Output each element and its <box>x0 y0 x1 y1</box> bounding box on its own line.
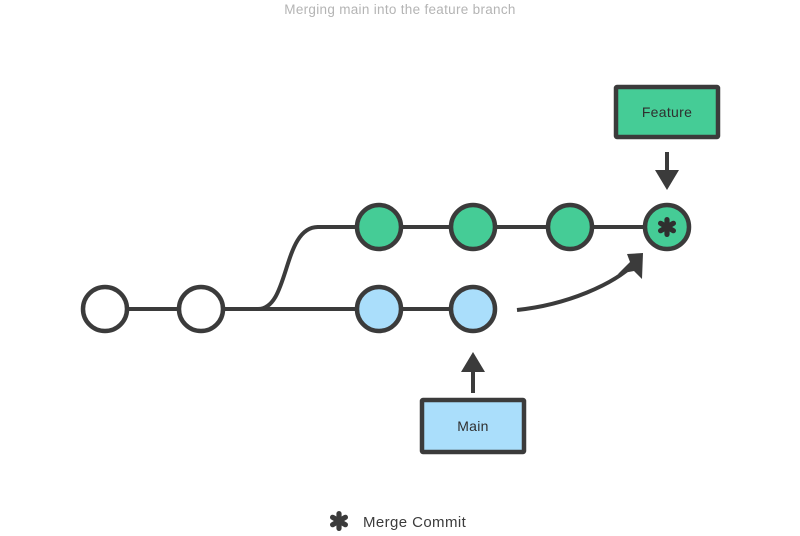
feature-merge-commit[interactable] <box>642 202 692 252</box>
branch-split-curve <box>256 225 381 311</box>
merge-arrow-head <box>618 253 643 279</box>
main-commit-1[interactable] <box>354 284 404 334</box>
feature-label-group: Feature <box>613 84 721 190</box>
page-title: Merging main into the feature branch <box>284 2 515 17</box>
legend: Merge Commit <box>329 511 467 531</box>
main-label-box[interactable] <box>419 397 527 455</box>
feature-down-arrow <box>655 152 679 190</box>
merge-arrow-curve <box>516 259 639 312</box>
main-label-group: Main <box>419 352 527 455</box>
feature-label-box[interactable] <box>613 84 721 140</box>
main-up-arrow <box>461 352 485 393</box>
legend-label: Merge Commit <box>363 514 467 531</box>
feature-arrow-head <box>655 170 679 190</box>
feature-branch-nodes <box>354 202 692 252</box>
main-branch-nodes <box>80 284 498 334</box>
base-commit-1[interactable] <box>80 284 130 334</box>
base-commit-2[interactable] <box>176 284 226 334</box>
feature-commit-3[interactable] <box>545 202 595 252</box>
main-arrow-head <box>461 352 485 372</box>
main-commit-2[interactable] <box>448 284 498 334</box>
legend-asterisk-icon <box>329 511 349 531</box>
feature-commit-1[interactable] <box>354 202 404 252</box>
main-label-text: Main <box>457 418 489 434</box>
feature-commit-2[interactable] <box>448 202 498 252</box>
merge-arrow <box>516 253 643 312</box>
feature-label-text: Feature <box>642 104 692 120</box>
